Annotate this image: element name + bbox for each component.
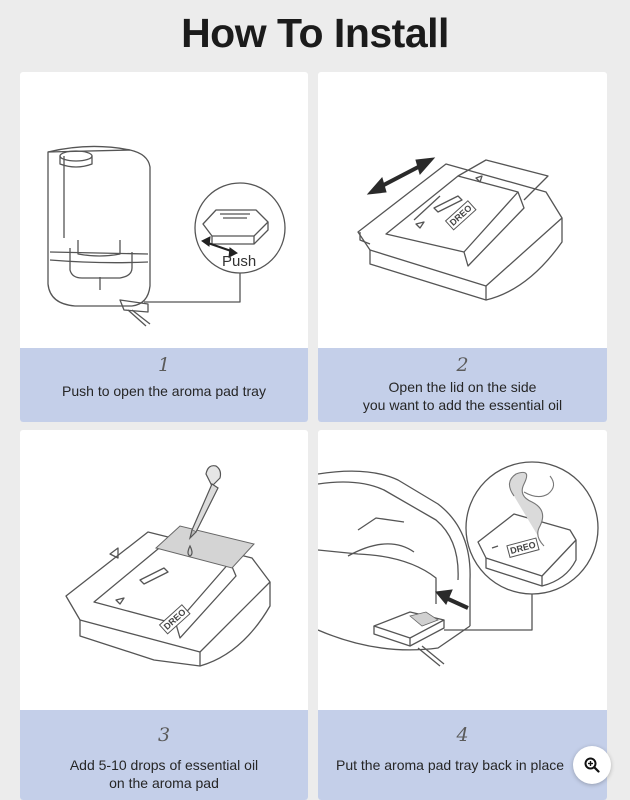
zoom-button[interactable] <box>573 746 611 784</box>
step-number: 3 <box>157 724 171 746</box>
step-number: 4 <box>456 724 469 746</box>
step-text-line-2: you want to add the essential oil <box>362 397 563 413</box>
push-callout-label: Push <box>222 253 256 270</box>
step-caption-3: 3 Add 5-10 drops of essential oil on the… <box>20 710 308 800</box>
reinsert-tray-illustration: DREO <box>318 461 599 667</box>
step-text-line-1: Open the lid on the side <box>388 379 537 395</box>
page-title: How To Install <box>181 10 449 56</box>
step-text: Push to open the aroma pad tray <box>62 383 266 399</box>
step-number: 1 <box>157 354 171 376</box>
step-card-3: DREO 3 Add 5-10 drops of essential oil o… <box>20 430 308 800</box>
step-text: Put the aroma pad tray back in place <box>336 757 565 773</box>
step-caption-2: 2 Open the lid on the side you want to a… <box>318 348 607 422</box>
step-text-line-1: Add 5-10 drops of essential oil <box>69 757 259 773</box>
step-caption-1: 1 Push to open the aroma pad tray <box>20 348 308 422</box>
step-card-1: Push 1 Push to open the aroma pad tray <box>20 72 308 422</box>
humidifier-illustration: Push <box>47 145 286 327</box>
step-number: 2 <box>456 354 469 376</box>
step-card-2: DREO 2 Open the lid on the side you want… <box>318 72 607 422</box>
dropper-illustration: DREO <box>65 465 271 667</box>
open-lid-illustration: DREO <box>357 157 563 301</box>
step-text-line-2: on the aroma pad <box>109 775 219 791</box>
step-card-4: DREO 4 Put the aroma pad tray back in pl… <box>318 430 607 800</box>
step-caption-4: 4 Put the aroma pad tray back in place <box>318 710 607 800</box>
zoom-in-icon <box>584 757 600 773</box>
